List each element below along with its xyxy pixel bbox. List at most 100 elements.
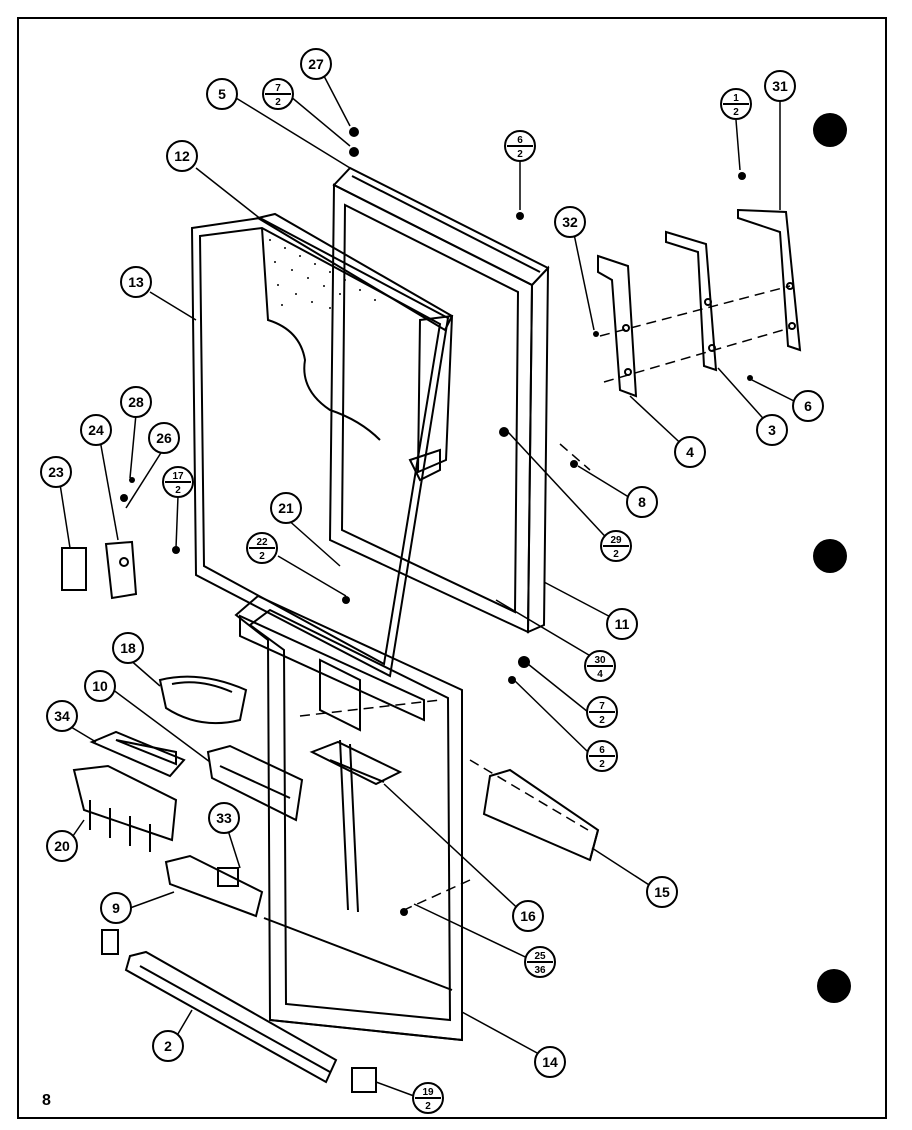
- callout-label-8: 8: [638, 494, 646, 510]
- hinge-brackets: [597, 208, 802, 398]
- callout-9: [100, 892, 132, 924]
- hinge-dash-lines: [599, 285, 791, 383]
- callout-14: [534, 1046, 566, 1078]
- callout-6: [792, 390, 824, 422]
- frac-top-25: 25: [534, 951, 546, 962]
- frac-bot-29: 2: [613, 549, 619, 560]
- frac-bot-22: 2: [259, 551, 265, 562]
- callout-label-32: 32: [562, 214, 578, 230]
- callout-18: [112, 632, 144, 664]
- callout-label-10: 10: [92, 678, 108, 694]
- small-clip-19: [351, 1067, 377, 1093]
- callout-label-31: 31: [772, 78, 788, 94]
- frac-bot-1: 2: [733, 107, 739, 118]
- left-hinge-parts: [61, 540, 138, 600]
- callout-13: [120, 266, 152, 298]
- frac-bot-7b: 2: [599, 715, 605, 726]
- callout-label-24: 24: [88, 422, 104, 438]
- callout-label-11: 11: [615, 616, 630, 632]
- callout-label-13: 13: [128, 274, 144, 290]
- binder-hole-top: [813, 113, 847, 147]
- callout-3: [756, 414, 788, 446]
- callout-21: [270, 492, 302, 524]
- callout-8: [626, 486, 658, 518]
- shelf-front-15: [482, 768, 600, 862]
- frac-bot-25: 36: [534, 965, 546, 976]
- callout-label-4: 4: [686, 444, 694, 460]
- leader-lines-dashed: [299, 443, 591, 911]
- frac-top-17: 17: [172, 471, 184, 482]
- door-shelf-upper: [206, 744, 304, 822]
- frac-bot-6b: 2: [599, 759, 605, 770]
- callout-28: [120, 386, 152, 418]
- fraction-labels: 7 2 6 2 1 2 17 2 22 2 29 2 30 4 7 2 6 2 …: [172, 83, 739, 1112]
- frac-bot-2a: 2: [275, 97, 281, 108]
- callout-12: [166, 140, 198, 172]
- callout-label-9: 9: [112, 900, 120, 916]
- callout-label-27: 27: [308, 56, 324, 72]
- frac-top-19: 19: [422, 1087, 434, 1098]
- frac-top-6b: 6: [599, 745, 605, 756]
- frac-top-30: 30: [594, 655, 606, 666]
- inner-liner-panel: [234, 594, 463, 1042]
- callout-2: [152, 1030, 184, 1062]
- frac-bot-17: 2: [175, 485, 181, 496]
- butter-dish: [158, 675, 248, 725]
- callout-33: [208, 802, 240, 834]
- callout-label-5: 5: [218, 86, 226, 102]
- callout-circles: [40, 48, 824, 1078]
- frac-top-6a: 6: [517, 135, 523, 146]
- frac-top-7b: 7: [599, 701, 605, 712]
- door-gasket-panel: [190, 212, 454, 678]
- callout-32: [554, 206, 586, 238]
- callout-26: [148, 422, 180, 454]
- fasteners: [120, 127, 753, 916]
- callout-label-12: 12: [174, 148, 190, 164]
- callout-label-33: 33: [216, 810, 232, 826]
- frac-bot-30: 4: [597, 669, 603, 680]
- frac-top-29: 29: [610, 535, 622, 546]
- callout-15: [646, 876, 678, 908]
- callout-31: [764, 70, 796, 102]
- callout-34: [46, 700, 78, 732]
- frac-top-1: 1: [733, 93, 739, 104]
- egg-tray: [72, 764, 178, 852]
- callout-label-18: 18: [120, 640, 136, 656]
- callout-4: [674, 436, 706, 468]
- insulation-stipple: [269, 239, 376, 309]
- callout-label-20: 20: [54, 838, 70, 854]
- callout-labels: 27 5 12 13 31 32 6 3 4 8 28 24 26 23 21 …: [48, 56, 812, 1070]
- callout-label-26: 26: [156, 430, 172, 446]
- callout-20: [46, 830, 78, 862]
- door-shelf-lower: [164, 854, 264, 918]
- outer-door-frame: [328, 166, 550, 634]
- dairy-door: [89, 730, 186, 778]
- binder-hole-bottom: [817, 969, 851, 1003]
- callout-label-21: 21: [278, 500, 294, 516]
- bottom-rail-2: [124, 950, 338, 1084]
- left-clip: [101, 929, 119, 955]
- frac-bot-6a: 2: [517, 149, 523, 160]
- callout-label-16: 16: [520, 908, 536, 924]
- page-number: 8: [42, 1092, 51, 1109]
- callout-label-28: 28: [128, 394, 144, 410]
- frac-bot-19: 2: [425, 1101, 431, 1112]
- fraction-bars: [165, 93, 749, 1099]
- callout-23: [40, 456, 72, 488]
- callout-27: [300, 48, 332, 80]
- frac-top-22: 22: [256, 537, 268, 548]
- callout-11: [606, 608, 638, 640]
- leader-lines: [59, 75, 805, 1097]
- callout-label-14: 14: [542, 1054, 558, 1070]
- callout-label-2: 2: [164, 1038, 172, 1054]
- callout-label-3: 3: [768, 422, 776, 438]
- callout-label-6: 6: [804, 398, 812, 414]
- callout-label-34: 34: [54, 708, 70, 724]
- callout-label-15: 15: [654, 884, 670, 900]
- frac-top-7a: 7: [275, 83, 281, 94]
- callout-24: [80, 414, 112, 446]
- fraction-callouts: [162, 78, 752, 1114]
- callout-10: [84, 670, 116, 702]
- binder-hole-middle: [813, 539, 847, 573]
